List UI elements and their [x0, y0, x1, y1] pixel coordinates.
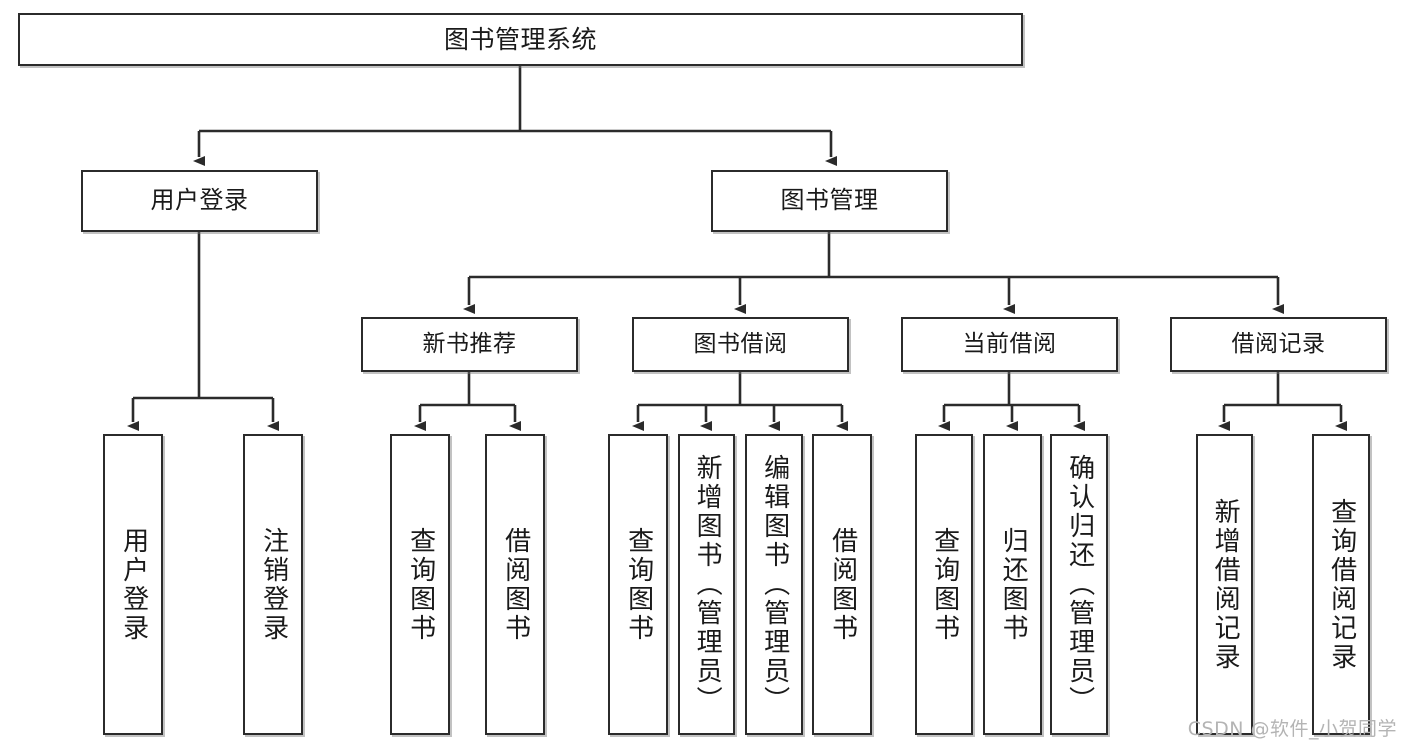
node-leaf-return-book-label: 归还图书 — [998, 526, 1029, 643]
node-leaf-borrow-book-1-label: 借阅图书 — [500, 526, 531, 643]
node-leaf-edit-book-admin-label: 编辑图书（管理员） — [759, 454, 790, 715]
node-leaf-add-book-admin[interactable]: 新增图书（管理员） — [678, 434, 735, 735]
node-leaf-add-record-label: 新增借阅记录 — [1210, 497, 1241, 672]
node-leaf-query-book-3-label: 查询图书 — [929, 526, 960, 643]
node-book-manage-label: 图书管理 — [780, 186, 879, 215]
node-leaf-return-book[interactable]: 归还图书 — [983, 434, 1042, 735]
node-leaf-query-book-1[interactable]: 查询图书 — [390, 434, 450, 735]
node-leaf-logout[interactable]: 注销登录 — [243, 434, 303, 735]
node-leaf-logout-label: 注销登录 — [258, 526, 289, 643]
node-leaf-add-book-admin-label: 新增图书（管理员） — [692, 454, 723, 715]
node-leaf-query-record-label: 查询借阅记录 — [1326, 497, 1357, 672]
node-current-borrow-label: 当前借阅 — [962, 331, 1057, 358]
node-leaf-user-login-label: 用户登录 — [118, 526, 149, 643]
node-leaf-edit-book-admin[interactable]: 编辑图书（管理员） — [745, 434, 803, 735]
node-book-borrow-label: 图书借阅 — [693, 331, 788, 358]
node-leaf-confirm-return[interactable]: 确认归还（管理员） — [1050, 434, 1108, 735]
node-borrow-record[interactable]: 借阅记录 — [1170, 317, 1387, 372]
node-leaf-query-book-2[interactable]: 查询图书 — [608, 434, 668, 735]
node-new-book-recommend-label: 新书推荐 — [422, 331, 517, 358]
node-leaf-query-book-3[interactable]: 查询图书 — [915, 434, 973, 735]
node-leaf-borrow-book-2[interactable]: 借阅图书 — [812, 434, 872, 735]
node-leaf-query-record[interactable]: 查询借阅记录 — [1312, 434, 1370, 735]
node-root-system[interactable]: 图书管理系统 — [18, 13, 1023, 66]
csdn-watermark: CSDN @软件_小贺同学 — [1187, 718, 1397, 740]
node-leaf-query-book-2-label: 查询图书 — [623, 526, 654, 643]
node-leaf-borrow-book-1[interactable]: 借阅图书 — [485, 434, 545, 735]
node-leaf-query-book-1-label: 查询图书 — [405, 526, 436, 643]
node-book-manage[interactable]: 图书管理 — [711, 170, 948, 232]
node-user-login-label: 用户登录 — [150, 186, 249, 215]
node-leaf-user-login[interactable]: 用户登录 — [103, 434, 163, 735]
node-leaf-add-record[interactable]: 新增借阅记录 — [1196, 434, 1253, 735]
node-book-borrow[interactable]: 图书借阅 — [632, 317, 849, 372]
node-leaf-borrow-book-2-label: 借阅图书 — [827, 526, 858, 643]
node-user-login[interactable]: 用户登录 — [81, 170, 318, 232]
node-root-label: 图书管理系统 — [443, 25, 597, 54]
node-current-borrow[interactable]: 当前借阅 — [901, 317, 1118, 372]
node-borrow-record-label: 借阅记录 — [1231, 331, 1326, 358]
node-leaf-confirm-return-label: 确认归还（管理员） — [1064, 454, 1095, 715]
node-new-book-recommend[interactable]: 新书推荐 — [361, 317, 578, 372]
